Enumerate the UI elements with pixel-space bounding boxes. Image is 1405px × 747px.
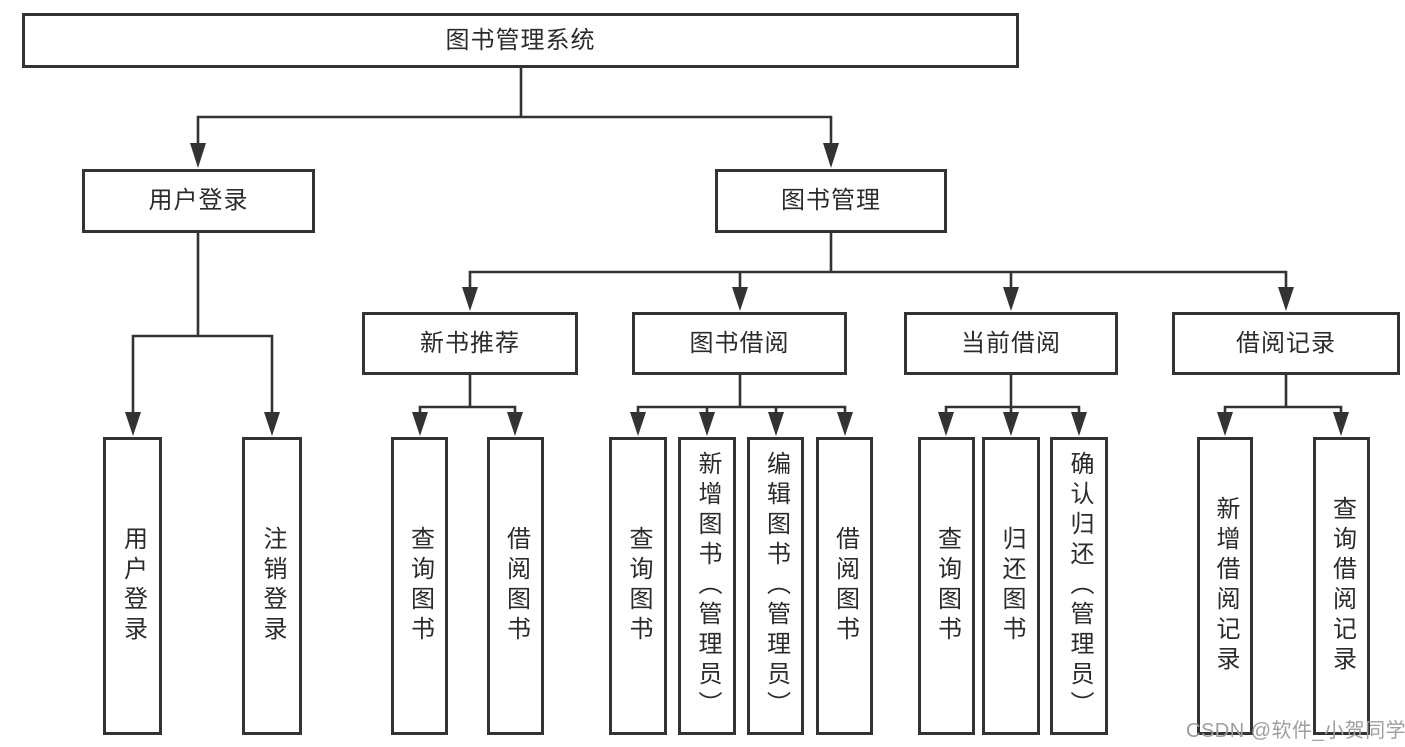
node-library-management-system: 图书管理系统 — [22, 13, 1019, 68]
node-user-login: 用户登录 — [82, 169, 315, 233]
leaf-query-borrow-record: 查询借阅记录 — [1313, 437, 1370, 735]
node-label: 查询图书 — [625, 526, 652, 646]
leaf-logout: 注销登录 — [242, 437, 302, 735]
node-label: 当前借阅 — [961, 329, 1061, 357]
leaf-add-book-admin: 新增图书（管理员） — [678, 437, 736, 735]
node-label: 查询图书 — [406, 526, 434, 646]
leaf-borrow-books-recommend: 借阅图书 — [487, 437, 544, 735]
node-borrowing-records: 借阅记录 — [1172, 312, 1400, 375]
csdn-watermark: CSDN @软件_小贺同学 — [1186, 720, 1405, 742]
node-label: 新增图书（管理员） — [694, 451, 721, 721]
leaf-confirm-return-admin: 确认归还（管理员） — [1050, 437, 1108, 735]
leaf-query-books-current: 查询图书 — [918, 437, 975, 735]
node-label: 图书管理 — [781, 187, 881, 214]
node-label: 查询借阅记录 — [1328, 496, 1356, 676]
node-book-borrowing: 图书借阅 — [632, 312, 847, 375]
leaf-edit-book-admin: 编辑图书（管理员） — [747, 437, 804, 735]
node-label: 确认归还（管理员） — [1066, 451, 1093, 721]
node-book-management: 图书管理 — [715, 169, 947, 233]
node-label: 查询图书 — [933, 526, 961, 646]
node-label: 编辑图书（管理员） — [762, 451, 790, 721]
node-label: 用户登录 — [119, 526, 147, 646]
node-label: 用户登录 — [148, 187, 249, 214]
leaf-add-borrow-record: 新增借阅记录 — [1197, 437, 1253, 735]
node-label: 借阅图书 — [831, 526, 859, 646]
node-current-borrowing: 当前借阅 — [904, 312, 1118, 375]
node-label: 注销登录 — [259, 526, 286, 646]
leaf-query-books-recommend: 查询图书 — [391, 437, 448, 735]
node-label: 借阅图书 — [502, 526, 530, 646]
node-label: 新书推荐 — [420, 329, 520, 357]
leaf-query-books-borrowing: 查询图书 — [609, 437, 667, 735]
leaf-return-books: 归还图书 — [982, 437, 1040, 735]
node-label: 新增借阅记录 — [1212, 496, 1239, 676]
node-label: 归还图书 — [998, 526, 1025, 646]
node-label: 借阅记录 — [1236, 329, 1336, 357]
node-label: 图书借阅 — [689, 329, 790, 357]
leaf-user-login: 用户登录 — [103, 437, 162, 735]
leaf-borrow-books: 借阅图书 — [816, 437, 873, 735]
node-label: 图书管理系统 — [445, 26, 596, 54]
node-new-book-recommend: 新书推荐 — [362, 312, 578, 375]
